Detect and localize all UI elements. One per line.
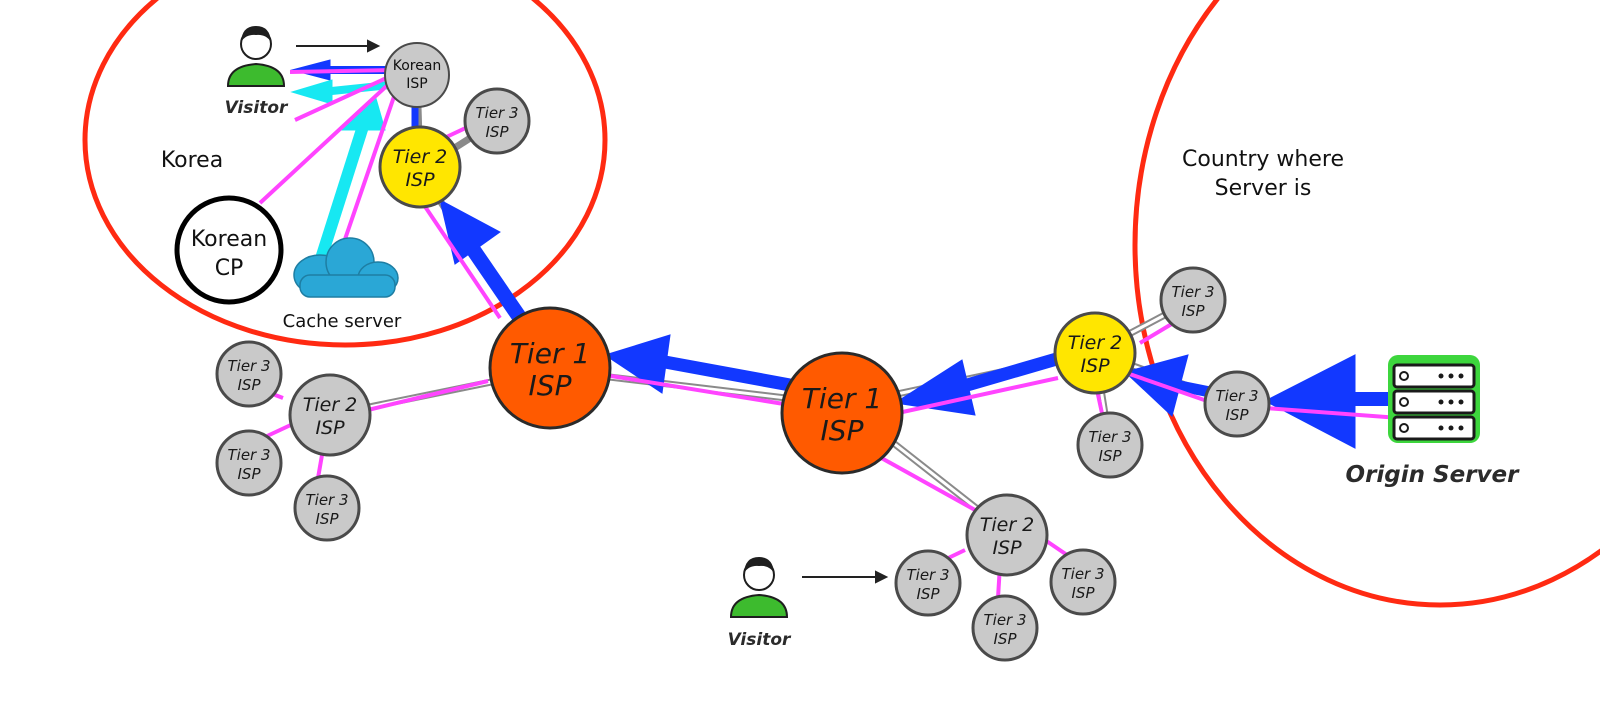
- cache-server-label: Cache server: [283, 311, 402, 332]
- node-label: ISP: [994, 630, 1018, 648]
- node-label: ISP: [406, 76, 427, 92]
- tier2-node-server-side: Tier 2 ISP: [1053, 311, 1137, 395]
- node-label: ISP: [316, 510, 340, 528]
- node-label: Korean: [191, 227, 267, 252]
- tier3-node: Tier 3 ISP: [215, 340, 283, 408]
- person-icon: [226, 26, 286, 87]
- node-label: ISP: [315, 417, 345, 439]
- node-label: ISP: [1099, 447, 1123, 465]
- server-rack-icon: [1388, 355, 1480, 443]
- node-label: Tier 3: [227, 446, 270, 464]
- origin-server-label: Origin Server: [1346, 462, 1521, 488]
- node-label: ISP: [1072, 584, 1096, 602]
- visitor-label: Visitor: [225, 98, 289, 118]
- server-country-label: Server is: [1215, 176, 1312, 201]
- tier1-node-left: Tier 1 ISP: [488, 306, 612, 430]
- node-label: ISP: [238, 465, 262, 483]
- korea-region-label: Korea: [161, 148, 223, 173]
- korea-region-boundary: [82, 0, 608, 348]
- node-label: Tier 3: [983, 611, 1026, 629]
- node-label: ISP: [405, 169, 435, 191]
- node-label: ISP: [486, 123, 510, 141]
- origin-server: Origin Server: [1346, 355, 1521, 488]
- node-label: Tier 2: [1068, 332, 1123, 354]
- cache-server: Cache server: [283, 237, 402, 332]
- node-label: Tier 3: [227, 357, 270, 375]
- visitor-bottom: Visitor: [728, 557, 792, 650]
- visitor-korea: Visitor: [225, 26, 289, 118]
- node-label: ISP: [917, 585, 941, 603]
- tier2-node-korea: Tier 2 ISP: [378, 125, 462, 209]
- node-label: ISP: [1226, 406, 1250, 424]
- node-label: Tier 2: [393, 146, 448, 168]
- tier3-node: Tier 3 ISP: [1159, 266, 1227, 334]
- node-label: Tier 1: [802, 382, 882, 415]
- node-label: Tier 3: [1171, 283, 1214, 301]
- node-label: Tier 3: [1061, 565, 1104, 583]
- tier1-node-center: Tier 1 ISP: [780, 351, 904, 475]
- tier3-node: Tier 3 ISP: [971, 594, 1039, 662]
- node-label: Tier 3: [305, 491, 348, 509]
- server-country-label: Country where: [1182, 147, 1344, 172]
- visitor-label: Visitor: [728, 630, 792, 650]
- request-arrows: [296, 39, 889, 584]
- node-label: ISP: [529, 369, 572, 402]
- node-label: Tier 2: [303, 394, 358, 416]
- tier3-node: Tier 3 ISP: [894, 549, 962, 617]
- route-links: [258, 68, 1401, 599]
- server-country-region-boundary: [1132, 0, 1600, 608]
- node-label: Tier 3: [475, 104, 518, 122]
- tier3-node: Tier 3 ISP: [463, 87, 531, 155]
- node-label: CP: [215, 256, 244, 281]
- tier3-node: Tier 3 ISP: [215, 429, 283, 497]
- tier3-node: Tier 3 ISP: [1076, 411, 1144, 479]
- node-label: Tier 1: [510, 337, 590, 370]
- cloud-icon: [293, 237, 399, 298]
- node-label: ISP: [992, 537, 1022, 559]
- node-label: Korean: [393, 58, 442, 74]
- tier2-node-left: Tier 2 ISP: [288, 373, 372, 457]
- korean-isp-node: Korean ISP: [384, 42, 450, 108]
- tier3-node: Tier 3 ISP: [1203, 370, 1271, 438]
- node-label: Tier 3: [1088, 428, 1131, 446]
- person-icon: [729, 557, 789, 618]
- node-label: Tier 3: [1215, 387, 1258, 405]
- tier2-node-bottom: Tier 2 ISP: [965, 493, 1049, 577]
- node-label: ISP: [1080, 355, 1110, 377]
- node-label: ISP: [821, 414, 864, 447]
- tier3-nodes: Tier 3 ISP Tier 3 ISP Tier 3 ISP Tier 3 …: [215, 87, 1271, 662]
- node-label: ISP: [238, 376, 262, 394]
- tier3-node: Tier 3 ISP: [1049, 548, 1117, 616]
- tier3-node: Tier 3 ISP: [293, 474, 361, 542]
- node-label: Tier 3: [906, 566, 949, 584]
- korean-cp-node: Korean CP: [174, 195, 284, 305]
- cache-route-arrows: [290, 79, 391, 270]
- node-label: ISP: [1182, 302, 1206, 320]
- node-label: Tier 2: [980, 514, 1035, 536]
